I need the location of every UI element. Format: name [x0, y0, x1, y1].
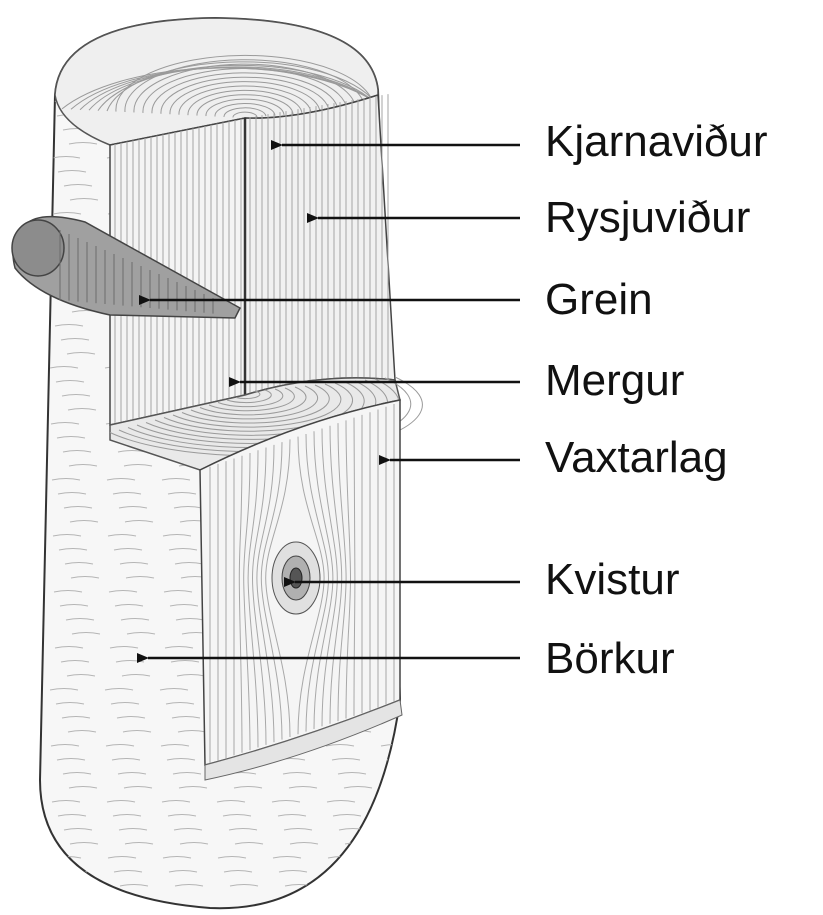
label-bark: Börkur	[545, 634, 675, 684]
label-pith: Mergur	[545, 356, 684, 406]
knot	[272, 542, 320, 614]
label-sapwood: Rysjuviður	[545, 193, 750, 243]
label-growth-ring: Vaxtarlag	[545, 433, 728, 483]
label-heartwood: Kjarnaviður	[545, 117, 768, 167]
label-knot: Kvistur	[545, 555, 679, 605]
label-branch: Grein	[545, 275, 653, 325]
